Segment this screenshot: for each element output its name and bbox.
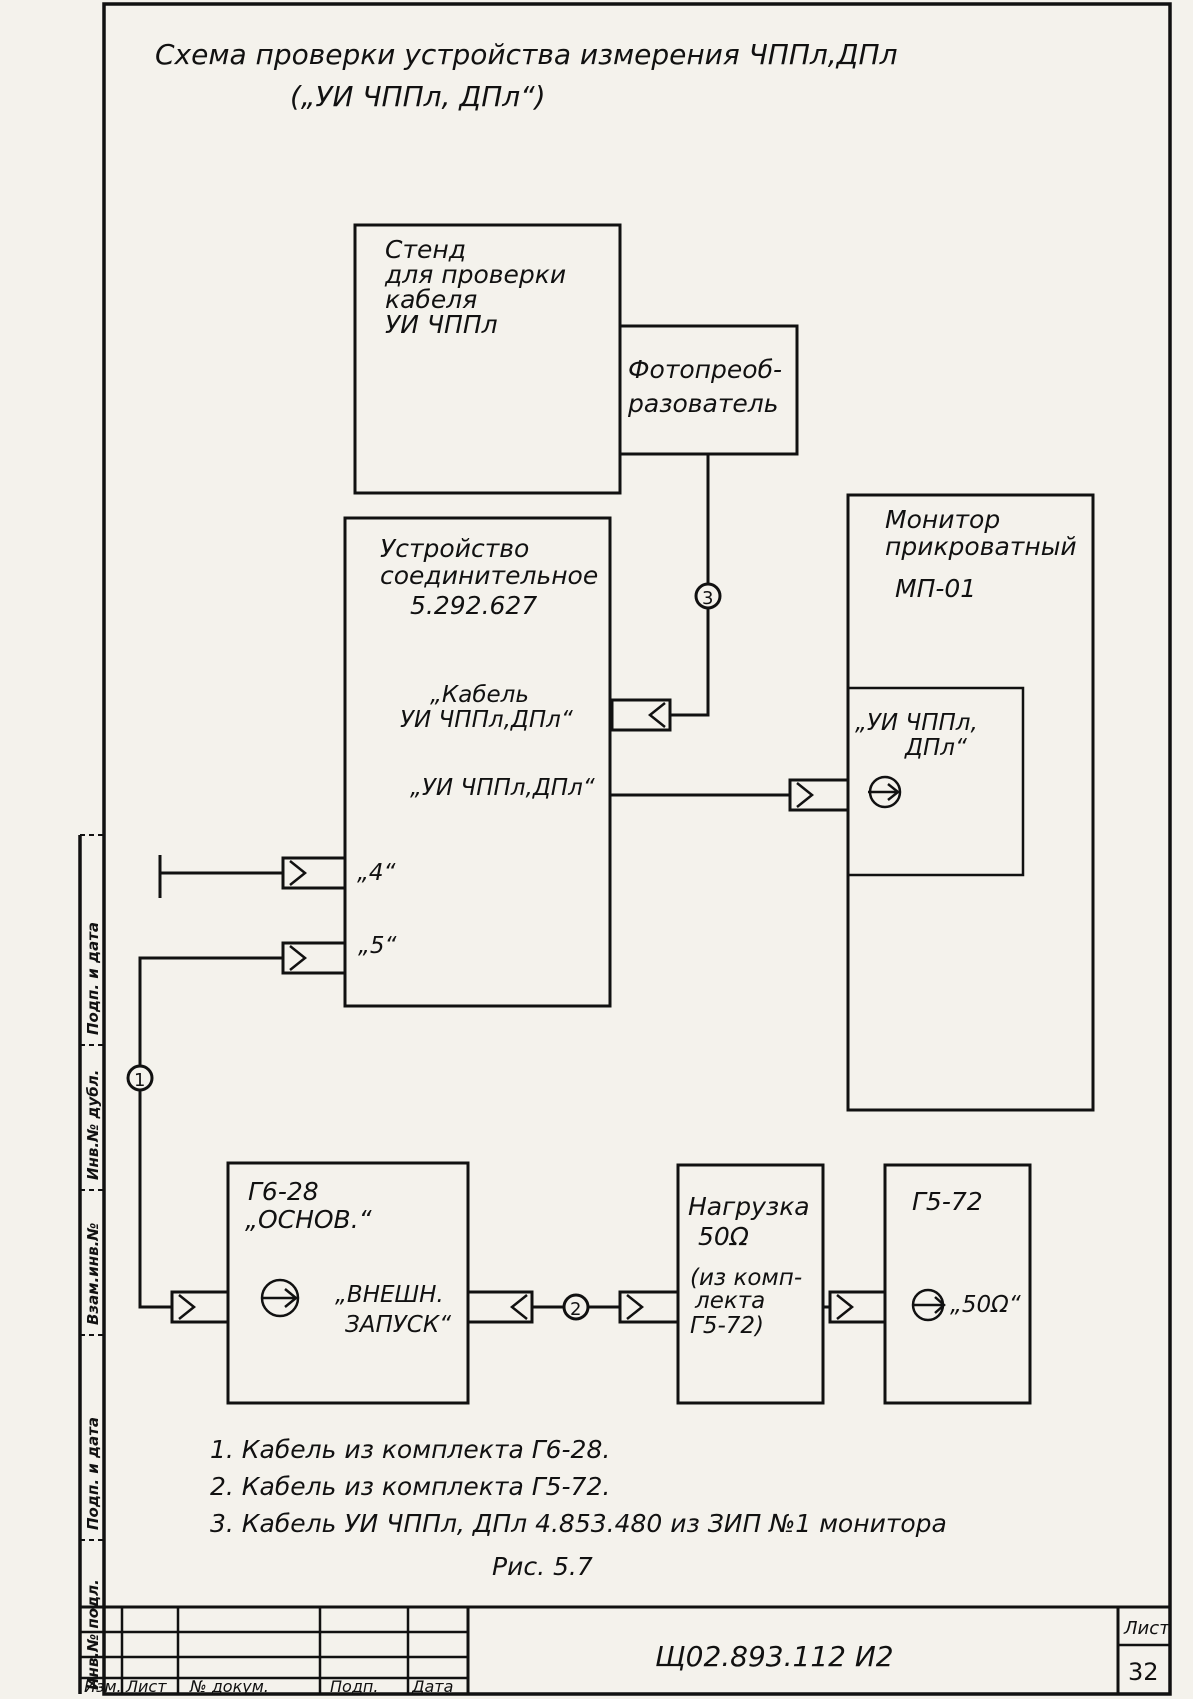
margin-labels: Инв.№ подл. Подп. и дата Взам.инв.№ Инв.… xyxy=(84,922,102,1690)
figure-caption: Рис. 5.7 xyxy=(492,1552,593,1581)
connection-device-label: Устройство соединительное 5.292.627 xyxy=(380,534,598,620)
cable-marker-2: 2 xyxy=(562,1293,590,1321)
margin-label-podp-data-1: Подп. и дата xyxy=(84,1417,102,1530)
sheet-frame xyxy=(102,2,1172,1696)
connector-g5-72-input xyxy=(828,1290,887,1324)
svg-text:соединительное: соединительное xyxy=(380,561,598,590)
svg-text:Устройство: Устройство xyxy=(380,534,529,563)
svg-text:лекта: лекта xyxy=(694,1288,765,1314)
svg-text:для проверки: для проверки xyxy=(384,260,566,289)
stand-block-label: Стенд для проверки кабеля УИ ЧППл xyxy=(384,235,566,339)
stamp-col-podp: Подп. xyxy=(330,1677,378,1696)
margin-label-inv-dubl: Инв.№ дубл. xyxy=(84,1070,102,1180)
svg-text:„ВНЕШН.: „ВНЕШН. xyxy=(335,1282,444,1308)
svg-text:ЗАПУСК“: ЗАПУСК“ xyxy=(345,1312,451,1338)
svg-text:„ОСНОВ.“: „ОСНОВ.“ xyxy=(245,1205,373,1234)
svg-text:Стенд: Стенд xyxy=(385,235,466,264)
port-5-label: „5“ xyxy=(358,933,397,959)
svg-text:Нагрузка: Нагрузка xyxy=(688,1192,810,1221)
generator-g5-72-label: Г5-72 xyxy=(912,1187,983,1216)
svg-text:2: 2 xyxy=(570,1299,581,1320)
sheet-number: 32 xyxy=(1128,1658,1159,1686)
wire-cable-3 xyxy=(670,454,710,717)
svg-text:50Ω: 50Ω xyxy=(698,1222,749,1251)
monitor-label: Монитор прикроватный МП-01 xyxy=(885,505,1077,603)
connector-monitor-input xyxy=(788,778,850,812)
connection-device-block xyxy=(343,516,612,1008)
svg-text:кабеля: кабеля xyxy=(385,285,477,314)
wires xyxy=(138,454,830,1309)
g5-72-output-label: „50Ω“ xyxy=(950,1292,1021,1318)
connector-port-4 xyxy=(281,856,347,890)
stamp-col-doc-no: № докум. xyxy=(189,1677,269,1696)
port-ui-out-label: „УИ ЧППл,ДПл“ xyxy=(410,775,595,801)
svg-text:Г5-72): Г5-72) xyxy=(690,1313,764,1339)
connector-g6-28-input xyxy=(170,1290,230,1324)
generator-g6-28-label: Г6-28 „ОСНОВ.“ xyxy=(245,1177,373,1234)
wire-cable-1 xyxy=(138,956,283,1309)
note-3: 3. Кабель УИ ЧППл, ДПл 4.853.480 из ЗИП … xyxy=(210,1509,947,1538)
note-1: 1. Кабель из комплекта Г6-28. xyxy=(210,1435,610,1464)
monitor-input-label: „УИ ЧППл, ДПл“ xyxy=(855,710,978,761)
connector-ext-trigger xyxy=(466,1290,534,1324)
svg-text:УИ ЧППл: УИ ЧППл xyxy=(385,310,498,339)
diagram-title-line2: („УИ ЧППл, ДПл“) xyxy=(290,80,546,113)
signal-arrow-icon-g5-72 xyxy=(911,1288,946,1322)
note-2: 2. Кабель из комплекта Г5-72. xyxy=(210,1472,610,1501)
svg-text:5.292.627: 5.292.627 xyxy=(410,591,537,620)
svg-text:УИ ЧППл,ДПл“: УИ ЧППл,ДПл“ xyxy=(400,707,573,733)
svg-text:ДПл“: ДПл“ xyxy=(904,735,967,761)
connector-port-5 xyxy=(281,941,347,975)
stamp-col-list: Лист xyxy=(125,1677,167,1696)
stamp-col-data: Дата xyxy=(411,1677,453,1696)
diagram-title-line1: Схема проверки устройства измерения ЧППл… xyxy=(155,38,898,71)
port-cable-label: „Кабель УИ ЧППл,ДПл“ xyxy=(400,682,573,733)
signal-arrow-icon-monitor xyxy=(868,775,902,809)
svg-text:Фотопреоб-: Фотопреоб- xyxy=(628,355,782,384)
svg-text:„УИ ЧППл,: „УИ ЧППл, xyxy=(855,710,978,736)
margin-label-vzam-inv: Взам.инв.№ xyxy=(84,1223,102,1325)
svg-text:прикроватный: прикроватный xyxy=(885,532,1077,561)
svg-text:МП-01: МП-01 xyxy=(895,574,976,603)
generator-g5-72-block xyxy=(883,1163,1032,1405)
svg-text:1: 1 xyxy=(134,1070,145,1091)
svg-text:„Кабель: „Кабель xyxy=(430,682,529,708)
generator-g6-28-block xyxy=(226,1161,470,1405)
svg-text:3: 3 xyxy=(702,588,713,609)
cable-marker-3: 3 xyxy=(694,582,722,610)
margin-label-inv-podl: Инв.№ подл. xyxy=(84,1579,102,1690)
load-50-ohm-block xyxy=(676,1163,825,1405)
photoconverter-label: Фотопреоб- разователь xyxy=(627,355,782,418)
signal-arrow-icon-g6-28 xyxy=(260,1278,300,1318)
connector-load-input xyxy=(618,1290,680,1324)
margin-strip-ticks xyxy=(80,834,104,1541)
svg-text:Монитор: Монитор xyxy=(885,505,1000,534)
margin-label-podp-data-2: Подп. и дата xyxy=(84,922,102,1035)
connector-cable-3 xyxy=(610,698,672,732)
load-50-ohm-label: Нагрузка 50Ω (из комп- лекта Г5-72) xyxy=(688,1192,810,1339)
external-trigger-label: „ВНЕШН. ЗАПУСК“ xyxy=(335,1282,451,1338)
sheet-label: Лист xyxy=(1123,1618,1170,1639)
title-block xyxy=(80,1605,1170,1694)
svg-text:(из комп-: (из комп- xyxy=(690,1265,802,1291)
stamp-col-izm: Изм. xyxy=(84,1677,122,1696)
svg-text:Г6-28: Г6-28 xyxy=(248,1177,319,1206)
port-4-label: „4“ xyxy=(357,860,396,886)
svg-text:разователь: разователь xyxy=(627,389,779,418)
document-code: Щ02.893.112 И2 xyxy=(655,1640,894,1673)
cable-marker-1: 1 xyxy=(126,1064,154,1092)
